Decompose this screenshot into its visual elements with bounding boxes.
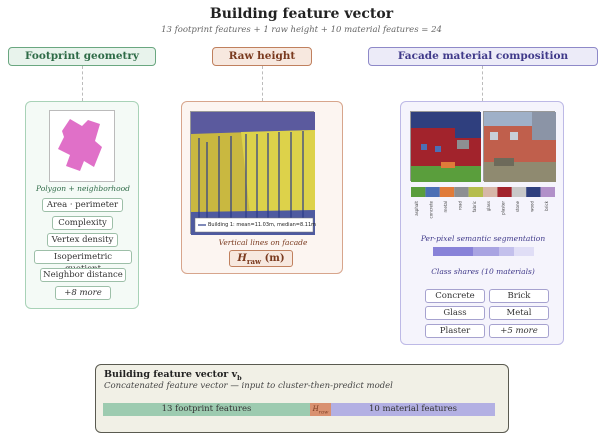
feature-vector-title-subscript: b [237, 373, 242, 382]
palette-label: plaster [501, 201, 506, 215]
material-concrete: Concrete [425, 289, 485, 303]
raw-height-header: Raw height [212, 47, 312, 66]
height-legend: Building 1: mean=11.03m, median=8.11m [208, 222, 316, 228]
raw-height-panel: Building 1: mean=11.03m, median=8.11m Ve… [181, 101, 343, 274]
segmentation-caption: Per-pixel semantic segmentation [420, 234, 546, 243]
facade-height-figure [191, 112, 315, 235]
palette-swatch [511, 187, 527, 197]
share-segment [498, 247, 514, 256]
facade-rgb-figure [484, 112, 556, 182]
palette-label: glass [486, 201, 491, 211]
footprint-connector [82, 66, 83, 101]
footprint-thumbnail [49, 110, 115, 182]
footprint-caption: Polygon + neighborhood [36, 184, 130, 193]
raw-height-symbol: H [237, 253, 247, 264]
facade-header: Facade material composition [368, 47, 598, 66]
diagram-title: Building feature vector [209, 6, 394, 22]
raw-height-unit: (m) [264, 253, 285, 264]
feature-vector-title: Building feature vector vb [104, 369, 242, 382]
palette-swatch [468, 187, 483, 197]
diagram-subtitle: 13 footprint features + 1 raw height + 1… [161, 25, 442, 35]
feature-vertex-density: Vertex density [47, 233, 118, 247]
raw-height-subscript: raw [246, 257, 262, 266]
class-shares-bar [433, 247, 534, 256]
segment-raw-height-subscript: raw [318, 409, 329, 416]
segmentation-mask [410, 111, 481, 182]
palette-label: wood [529, 201, 534, 212]
feature-neighbor-distance: Neighbor distance [40, 268, 126, 282]
share-segment [433, 247, 474, 256]
footprint-panel: Polygon + neighborhood Area · perimeter … [25, 101, 139, 309]
feature-vector-subtitle: Concatenated feature vector — input to c… [104, 381, 393, 391]
segment-material: 10 material features [331, 403, 495, 416]
palette-label: fabric [472, 201, 477, 212]
palette-swatch [411, 187, 426, 197]
share-segment [513, 247, 534, 256]
palette-swatch [425, 187, 440, 197]
feature-vector-panel: Building feature vector vb Concatenated … [95, 364, 509, 433]
palette-swatch [483, 187, 498, 197]
material-brick: Brick [489, 289, 549, 303]
segmentation-palette: asphalt concrete metal road fabric glass plast… [411, 187, 555, 218]
material-plaster: Plaster [425, 324, 485, 338]
facade-connector [482, 66, 483, 101]
palette-label: stone [515, 200, 520, 212]
footprint-polygon-figure [58, 119, 102, 171]
palette-label: asphalt [414, 201, 419, 216]
segment-raw-height-symbol: H [312, 405, 319, 413]
facade-panel: asphalt concrete metal road fabric glass plast… [400, 101, 564, 345]
material-metal: Metal [489, 306, 549, 320]
palette-swatch [497, 187, 512, 197]
palette-label: concrete [429, 200, 434, 218]
material-glass: Glass [425, 306, 485, 320]
feature-vector-title-text: Building feature vector v [104, 369, 238, 380]
raw-height-connector [262, 66, 263, 101]
shares-caption: Class shares (10 materials) [431, 267, 535, 276]
material-more: +5 more [489, 324, 549, 338]
palette-swatch [540, 187, 555, 197]
segment-raw-height: Hraw [310, 403, 331, 416]
palette-label: brick [544, 200, 549, 210]
segment-footprint: 13 footprint features [103, 403, 310, 416]
palette-label: road [457, 201, 462, 210]
raw-height-label: Hraw (m) [229, 250, 293, 267]
segmentation-mask-figure [411, 112, 481, 182]
feature-area-perimeter: Area · perimeter [42, 198, 123, 212]
feature-more: +8 more [55, 286, 111, 300]
palette-swatch [526, 187, 541, 197]
share-segment [473, 247, 499, 256]
facade-photo: Building 1: mean=11.03m, median=8.11m [190, 111, 316, 235]
footprint-header: Footprint geometry [8, 47, 156, 66]
feature-complexity: Complexity [52, 216, 113, 230]
feature-isoperimetric-quotient: Isoperimetric quotient [34, 250, 132, 274]
raw-height-caption: Vertical lines on facade [218, 238, 308, 247]
footprint-polygon [58, 119, 102, 171]
palette-swatch [454, 187, 469, 197]
facade-rgb-photo [483, 111, 556, 182]
palette-swatch [439, 187, 455, 197]
palette-label: metal [443, 201, 448, 213]
